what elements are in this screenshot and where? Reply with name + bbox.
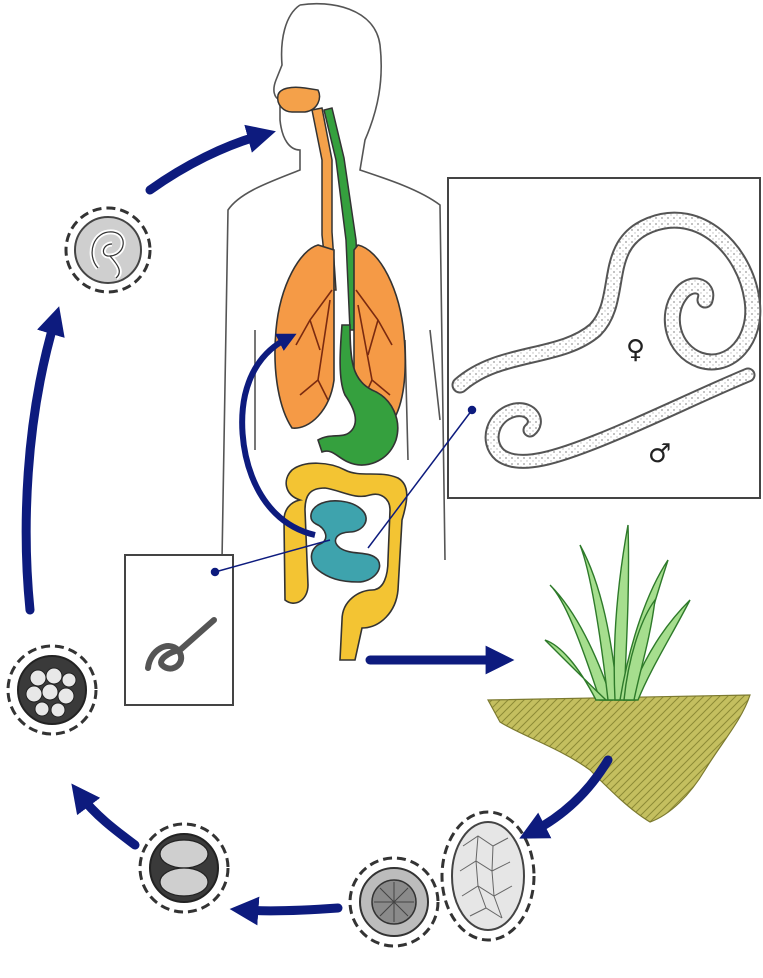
egg-stage-two-cell bbox=[140, 824, 228, 912]
egg-stage-unembryonated bbox=[442, 812, 534, 940]
adult-worms-panel: ♀ ♂ bbox=[448, 178, 760, 498]
female-symbol: ♀ bbox=[626, 335, 645, 365]
larva-panel bbox=[125, 555, 233, 705]
arrow-ingestion bbox=[150, 135, 262, 190]
arrow-morula-to-embryonated bbox=[26, 320, 55, 610]
intestines bbox=[284, 463, 407, 660]
soil bbox=[488, 695, 750, 822]
arrow-two-cell-to-morula bbox=[80, 795, 135, 845]
egg-stage-embryonated bbox=[66, 208, 150, 292]
larva-frame bbox=[125, 555, 233, 705]
egg-stage-morula bbox=[8, 646, 96, 734]
arrow-fertilized-to-two-cell bbox=[244, 908, 338, 911]
grass bbox=[545, 525, 690, 700]
adult-pointer-dot bbox=[469, 407, 476, 414]
male-symbol: ♂ bbox=[648, 439, 671, 469]
larva-pointer-dot bbox=[212, 569, 219, 576]
arrow-soil-to-egg bbox=[532, 760, 608, 832]
egg-stage-fertilized bbox=[350, 858, 438, 946]
small-intestine bbox=[311, 501, 380, 582]
soil-patch bbox=[488, 525, 750, 822]
nasal-passage bbox=[278, 87, 320, 112]
